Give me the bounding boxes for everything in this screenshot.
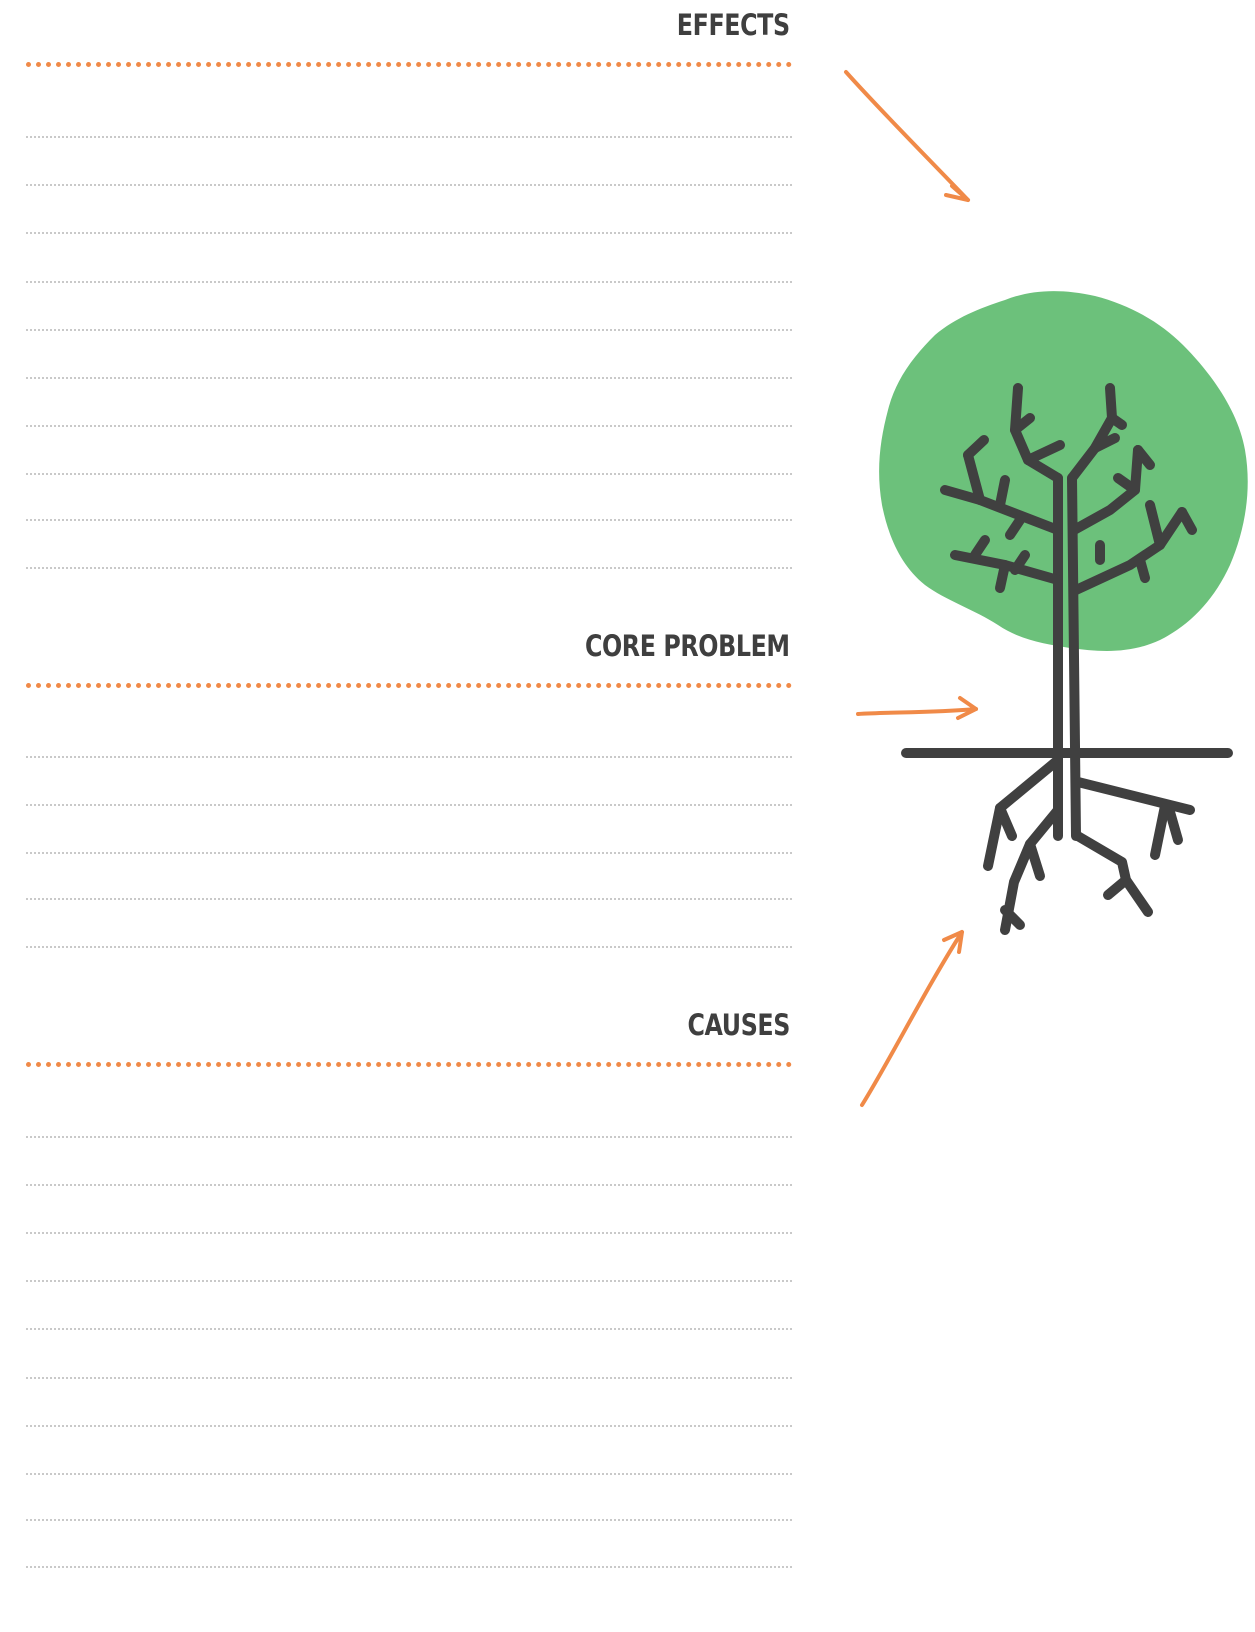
effects-line[interactable] [26,281,792,283]
effects-line[interactable] [26,519,792,521]
effects-line[interactable] [26,473,792,475]
core-problem-line[interactable] [26,852,792,854]
causes-line[interactable] [26,1136,792,1138]
causes-line[interactable] [26,1519,792,1521]
effects-line[interactable] [26,567,792,569]
causes-line[interactable] [26,1377,792,1379]
effects-line[interactable] [26,136,792,138]
causes-line[interactable] [26,1328,792,1330]
effects-line[interactable] [26,329,792,331]
core-problem-line[interactable] [26,898,792,900]
causes-line[interactable] [26,1473,792,1475]
causes-line[interactable] [26,1232,792,1234]
causes-line[interactable] [26,1425,792,1427]
core-problem-divider [26,683,792,688]
arrow-icon [860,930,964,1107]
effects-line[interactable] [26,425,792,427]
effects-title: EFFECTS [677,8,790,42]
tree-icon [901,383,1233,935]
causes-title: CAUSES [687,1008,791,1042]
effects-line[interactable] [26,184,792,186]
core-problem-line[interactable] [26,804,792,806]
effects-line[interactable] [26,377,792,379]
effects-divider [26,62,792,67]
core-problem-line[interactable] [26,756,792,758]
canopy-shape [879,291,1248,651]
core-problem-title: CORE PROBLEM [585,629,790,663]
causes-line[interactable] [26,1280,792,1282]
arrow-icon [856,696,978,720]
effects-line[interactable] [26,232,792,234]
causes-line[interactable] [26,1184,792,1186]
arrow-icon [844,70,970,202]
core-problem-line[interactable] [26,946,792,948]
causes-divider [26,1062,792,1067]
causes-line[interactable] [26,1566,792,1568]
